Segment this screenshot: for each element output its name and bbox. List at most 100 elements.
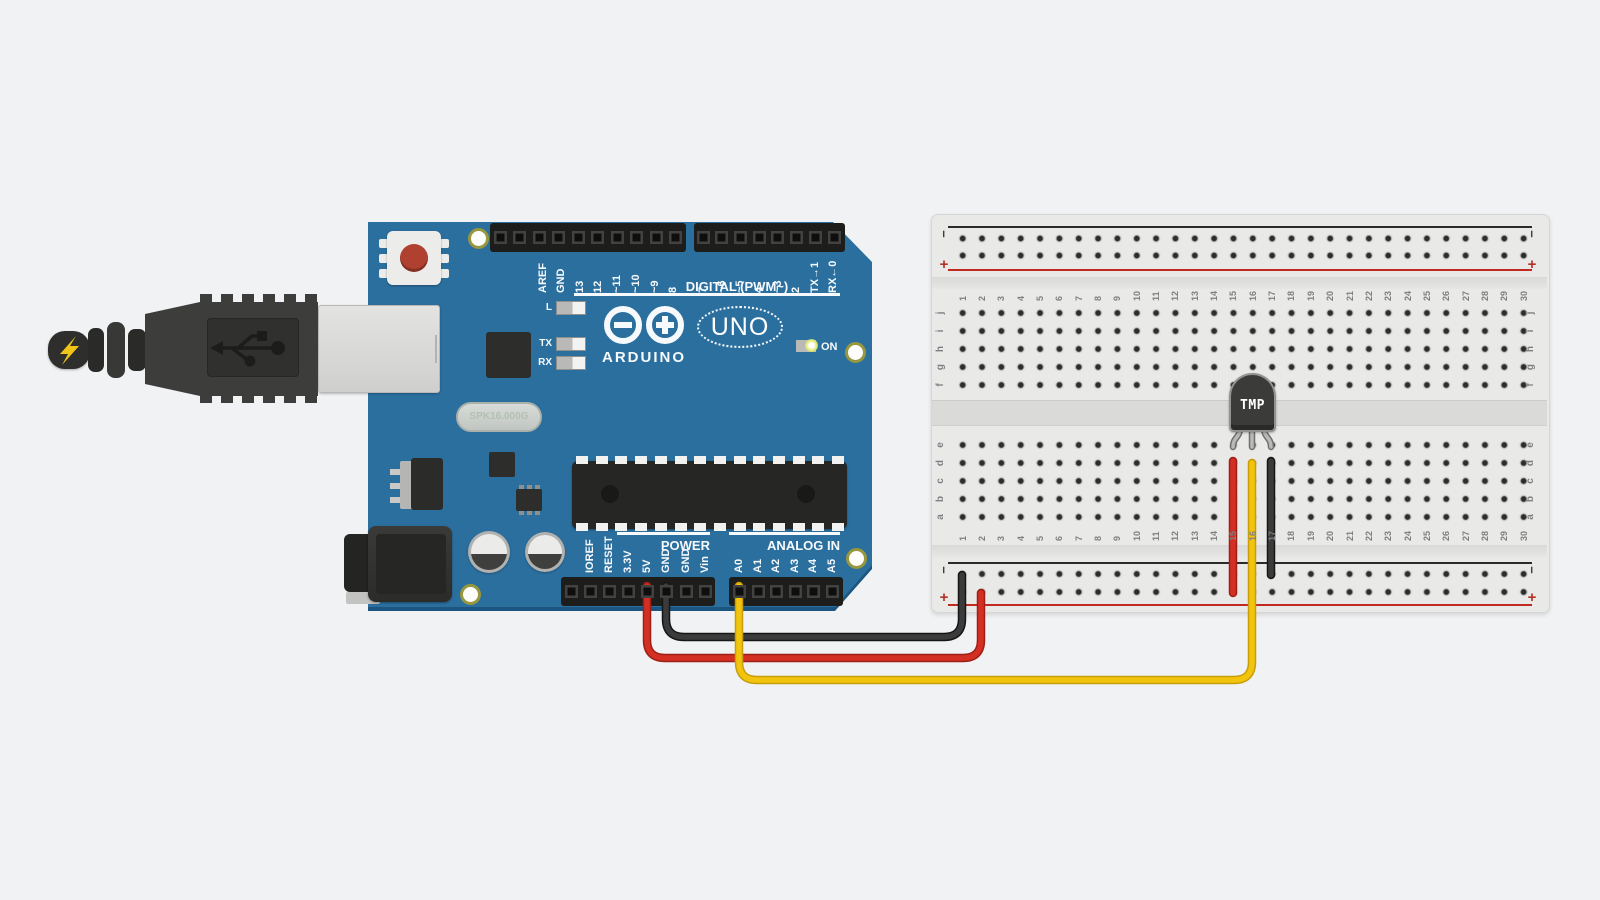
reset-button[interactable] <box>400 244 428 272</box>
digital-section-label: DIGITAL (PWM~) <box>685 279 789 294</box>
arduino-board[interactable] <box>368 222 872 607</box>
mounting-hole <box>845 547 867 569</box>
reset-button-tab <box>379 269 388 278</box>
breadboard-column-number: 8 <box>1092 295 1103 301</box>
breadboard-column-number: 20 <box>1325 290 1336 301</box>
header-pin[interactable] <box>790 231 804 244</box>
breadboard-column-number: 29 <box>1499 290 1510 301</box>
rail-minus-symbol: − <box>936 566 951 574</box>
header-pin[interactable] <box>630 231 643 244</box>
chip-pin-dash <box>772 523 785 531</box>
analog-header-strip[interactable] <box>729 577 843 606</box>
chip-pin-dash <box>576 523 588 531</box>
header-pin[interactable] <box>571 231 585 244</box>
bottom-rail-positive-line <box>948 603 1532 606</box>
tmp-temperature-sensor[interactable]: TMP <box>1229 373 1276 432</box>
chip-pin-dash <box>792 456 805 464</box>
header-pin[interactable] <box>825 585 839 598</box>
header-pin[interactable] <box>513 231 526 244</box>
header-pin[interactable] <box>732 585 746 598</box>
header-pin[interactable] <box>715 231 729 244</box>
header-pin[interactable] <box>696 231 710 244</box>
digital-underline <box>574 293 840 296</box>
breadboard-column-number: 9 <box>1112 295 1123 301</box>
header-pin[interactable] <box>583 585 597 598</box>
header-pin[interactable] <box>808 231 822 244</box>
top-rail-positive-line <box>948 268 1532 271</box>
header-pin[interactable] <box>610 231 624 244</box>
header-pin[interactable] <box>532 231 546 244</box>
chip-pin-dash <box>576 456 588 464</box>
header-pin[interactable] <box>649 231 663 244</box>
breadboard-row-letter: a <box>1525 514 1536 520</box>
bottom-rail-holes[interactable] <box>953 565 1534 601</box>
pin-label-power: Vin <box>699 556 711 573</box>
header-pin[interactable] <box>564 585 578 598</box>
reset-button-tab <box>440 254 449 263</box>
top-rail-holes[interactable] <box>953 230 1534 264</box>
breadboard-column-number: 3 <box>996 535 1007 541</box>
chip-pin-dash <box>654 456 667 464</box>
bottom-rail-negative-line <box>948 561 1532 564</box>
chip-pin-dash <box>753 523 766 531</box>
breadboard-column-number: 6 <box>1054 295 1065 301</box>
breadboard-column-number: 11 <box>1151 291 1161 301</box>
breadboard-row-letter: g <box>935 363 946 371</box>
header-pin[interactable] <box>621 585 635 598</box>
breadboard-row-letter: g <box>1525 363 1536 371</box>
header-pin[interactable] <box>679 585 693 598</box>
header-pin[interactable] <box>602 585 616 598</box>
header-pin[interactable] <box>788 585 802 598</box>
header-pin[interactable] <box>806 585 820 598</box>
tiny-ic-leg <box>519 485 524 490</box>
header-pin[interactable] <box>751 585 765 598</box>
pin-label-power: GND <box>680 548 692 573</box>
arduino-logo-right-circle <box>646 306 684 344</box>
chip-dimple-right <box>797 485 815 503</box>
header-pin[interactable] <box>669 231 682 244</box>
breadboard-column-number: 28 <box>1479 290 1490 301</box>
breadboard-column-number: 19 <box>1305 530 1316 541</box>
pin-label-analog: A4 <box>807 558 819 573</box>
header-pin[interactable] <box>827 231 841 244</box>
wire-gnd[interactable] <box>663 572 965 640</box>
header-pin[interactable] <box>591 231 604 244</box>
breadboard-column-number: 10 <box>1131 290 1142 301</box>
arduino-logo-text: ARDUINO <box>602 349 686 366</box>
wire-a0[interactable] <box>736 460 1255 683</box>
header-pin[interactable] <box>659 585 673 598</box>
reset-button-tab <box>440 239 449 248</box>
regulator-tab <box>400 461 413 509</box>
pin-label-analog: A1 <box>752 558 764 573</box>
wire-5v[interactable] <box>644 583 984 661</box>
header-pin[interactable] <box>640 585 654 598</box>
usb-plug-grip-bottom <box>200 394 318 403</box>
breadboard-column-number: 12 <box>1170 290 1181 301</box>
analog-overline <box>729 532 840 535</box>
header-pin[interactable] <box>552 231 565 244</box>
reset-button-tab <box>379 239 388 248</box>
chip-pin-dash <box>812 523 825 531</box>
pin-label-analog: A0 <box>733 558 745 573</box>
chip-pin-dash <box>694 523 707 531</box>
breadboard-column-number: 13 <box>1189 530 1200 541</box>
mounting-hole <box>467 227 489 249</box>
pin-label-power: RESET <box>603 536 615 573</box>
breadboard-bottom-half-holes[interactable] <box>953 436 1534 526</box>
tiny-ic-leg <box>527 485 532 490</box>
breadboard-column-number: 28 <box>1479 530 1490 541</box>
header-pin[interactable] <box>733 231 747 244</box>
header-pin[interactable] <box>752 231 766 244</box>
header-pin[interactable] <box>771 231 785 244</box>
regulator-leg <box>390 483 402 489</box>
header-pin[interactable] <box>769 585 783 598</box>
chip-pin-dash <box>615 523 628 531</box>
chip-pin-dash <box>615 456 628 464</box>
header-pin[interactable] <box>493 231 507 244</box>
on-led <box>805 339 818 352</box>
breadboard-row-letter: a <box>935 514 946 520</box>
usb-plug-grip-top <box>200 294 318 303</box>
header-pin[interactable] <box>698 585 712 598</box>
breadboard-column-number: 13 <box>1189 290 1200 301</box>
